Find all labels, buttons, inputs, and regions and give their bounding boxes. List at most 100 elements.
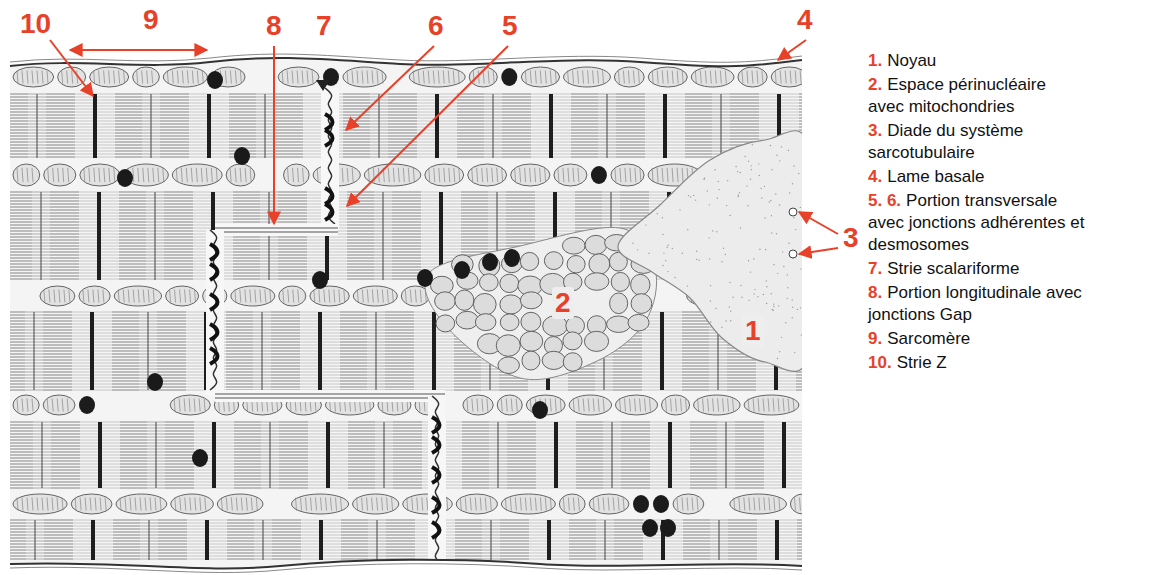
- chromatin-dot: [800, 307, 801, 308]
- crista: [593, 399, 594, 412]
- chromatin-dot: [729, 215, 730, 216]
- crista: [525, 168, 526, 182]
- chromatin-dot: [688, 195, 689, 196]
- crista: [429, 168, 430, 182]
- crista: [795, 71, 796, 84]
- h-zone: [253, 310, 271, 392]
- crista: [221, 498, 222, 511]
- crista: [27, 71, 28, 84]
- myofilament: [0, 366, 810, 367]
- crista: [635, 168, 636, 182]
- crista: [100, 498, 101, 511]
- crista: [95, 498, 96, 511]
- lipid-droplet: [147, 373, 163, 391]
- h-zone: [823, 310, 841, 392]
- chromatin-dot: [735, 166, 736, 167]
- crista: [314, 290, 315, 303]
- leader-line: [273, 46, 275, 224]
- crista: [138, 168, 139, 182]
- h-zone: [370, 92, 388, 160]
- crista: [558, 168, 559, 182]
- legend-text: Strie Z: [897, 353, 947, 372]
- m-line: [612, 422, 613, 488]
- crista: [251, 498, 252, 511]
- mitochondrion: [409, 67, 465, 87]
- crista: [47, 71, 48, 84]
- crista: [739, 498, 740, 511]
- z-line: [212, 422, 216, 488]
- m-line: [37, 94, 38, 158]
- crista: [89, 168, 90, 182]
- chromatin-dot: [753, 258, 754, 259]
- i-band: [301, 518, 341, 562]
- h-zone: [824, 518, 842, 562]
- crista: [665, 399, 666, 412]
- chromatin-dot: [788, 150, 789, 151]
- crista: [265, 290, 266, 303]
- h-zone: [26, 518, 44, 562]
- chromatin-dot: [750, 179, 751, 180]
- mitochondrion: [58, 67, 86, 87]
- crista: [182, 71, 183, 84]
- crista: [677, 168, 678, 182]
- m-line: [156, 422, 157, 488]
- callout-number: 6: [428, 10, 444, 42]
- crista: [762, 71, 763, 84]
- chromatin-dot: [781, 337, 782, 338]
- crista: [27, 168, 28, 182]
- crista: [705, 71, 706, 84]
- mitochondrion: [631, 274, 650, 295]
- chromatin-dot: [687, 285, 688, 286]
- leader-lines: [50, 40, 838, 254]
- crista: [283, 290, 284, 303]
- crista: [329, 290, 330, 303]
- crista: [69, 290, 70, 303]
- crista: [292, 71, 293, 84]
- h-zone: [25, 310, 43, 392]
- chromatin-dot: [794, 352, 795, 353]
- legend-row: 3.Diade du système sarcotubulaire: [868, 120, 1086, 164]
- myofilament: [0, 100, 810, 101]
- legend-row: 2.Espace périnucléaire avec mitochondrie…: [868, 74, 1086, 118]
- i-band: [757, 518, 797, 562]
- crista: [788, 399, 789, 412]
- crista: [211, 168, 212, 182]
- legend-number: 9.: [868, 329, 882, 348]
- mitochondrion: [284, 164, 310, 186]
- chromatin-dot: [777, 273, 778, 274]
- crista: [230, 168, 231, 182]
- crista: [47, 498, 48, 511]
- crista: [640, 168, 641, 182]
- crista: [410, 290, 411, 303]
- crista: [367, 290, 368, 303]
- chromatin-dot: [789, 192, 790, 193]
- chromatin-dot: [771, 169, 772, 170]
- myofilament: [0, 312, 810, 313]
- m-line: [149, 520, 150, 560]
- crista: [124, 71, 125, 84]
- crista: [764, 498, 765, 511]
- crista: [568, 71, 569, 84]
- mitochondrion: [585, 235, 607, 254]
- crista: [255, 290, 256, 303]
- crista: [114, 71, 115, 84]
- mitochondria-row: [13, 395, 842, 415]
- crista: [133, 290, 134, 303]
- crista: [44, 290, 45, 303]
- crista: [588, 399, 589, 412]
- crista: [511, 399, 512, 412]
- crista: [618, 71, 619, 84]
- crista: [779, 498, 780, 511]
- crista: [128, 290, 129, 303]
- myofilament: [0, 133, 810, 134]
- chromatin-dot: [800, 207, 801, 208]
- m-line: [954, 422, 955, 488]
- crista: [191, 168, 192, 182]
- crista: [392, 290, 393, 303]
- myofilament: [0, 118, 810, 119]
- crista: [393, 168, 394, 182]
- crista: [152, 71, 153, 84]
- crista: [652, 168, 653, 182]
- lipid-droplet: [482, 253, 498, 271]
- crista: [454, 168, 455, 182]
